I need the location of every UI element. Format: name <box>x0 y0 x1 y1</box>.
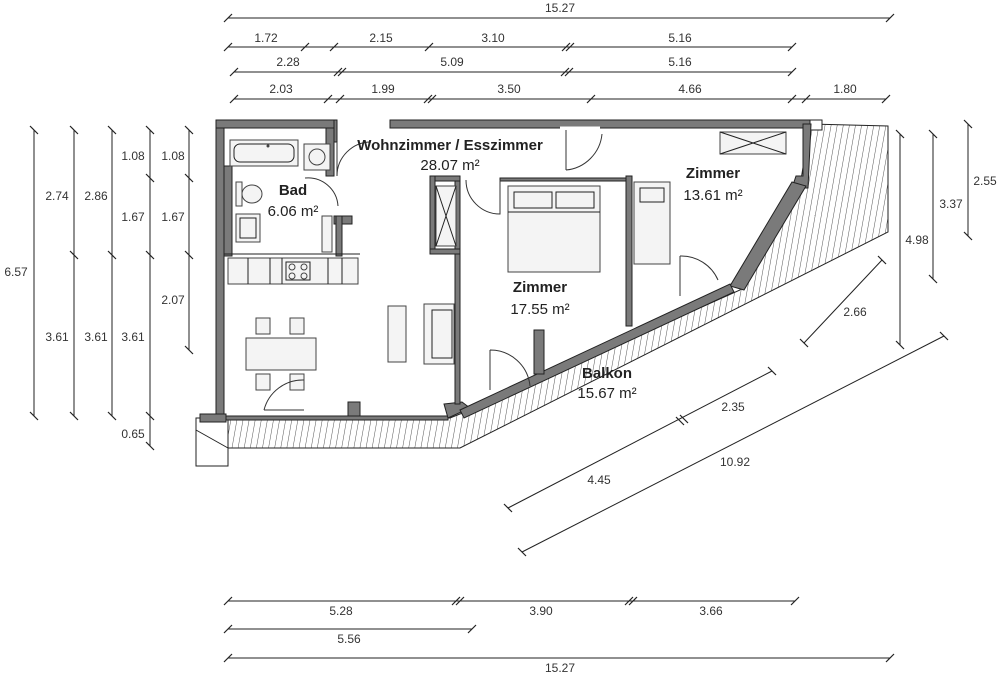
toilet <box>235 181 243 207</box>
single-bed <box>633 181 671 265</box>
dim-left-c3-2: 3.61 <box>121 330 145 344</box>
dim-diag-short: 2.66 <box>843 305 867 319</box>
dim-top-r1-1: 2.15 <box>369 31 393 45</box>
room-area-zimmer-middle: 17.55 m² <box>510 301 569 318</box>
room-name-balkon: Balkon <box>582 365 632 382</box>
left-dimensions: 6.57 2.74 3.61 2.86 3.61 1.08 1.67 3.61 … <box>4 125 194 451</box>
dim-top-r2-2: 5.16 <box>668 55 692 69</box>
dim-left-c3-0: 1.08 <box>121 149 145 163</box>
dim-left-c3-1: 1.67 <box>121 210 145 224</box>
room-name-zimmer-right: Zimmer <box>686 165 740 182</box>
dim-left-c3-3: 0.65 <box>121 427 145 441</box>
dim-right-3: 2.55 <box>973 174 997 188</box>
dim-top-r3-1: 1.99 <box>371 82 395 96</box>
dining-table <box>245 337 317 371</box>
dim-diag-long: 10.92 <box>720 455 750 469</box>
dim-bottom-total: 15.27 <box>545 661 575 675</box>
right-dimensions: 4.98 3.37 2.55 <box>895 119 997 350</box>
dim-bottom-r1-1: 3.90 <box>529 604 553 618</box>
dim-top-r3-4: 1.80 <box>833 82 857 96</box>
dim-top-r3-2: 3.50 <box>497 82 521 96</box>
room-area-balkon: 15.67 m² <box>577 385 636 402</box>
dim-top-total: 15.27 <box>545 1 575 15</box>
dim-diag-mid-a: 2.35 <box>721 400 745 414</box>
dim-top-r1-3: 5.16 <box>668 31 692 45</box>
room-name-zimmer-middle: Zimmer <box>513 279 567 296</box>
dim-bottom-r1-2: 3.66 <box>699 604 723 618</box>
washing-machine <box>303 143 331 171</box>
tv-table <box>387 305 407 363</box>
dim-left-outer: 6.57 <box>4 265 28 279</box>
fixtures <box>224 131 787 391</box>
sofa <box>423 303 455 365</box>
walls <box>199 119 812 423</box>
dim-left-c4-2: 2.07 <box>161 293 185 307</box>
dim-left-c2-0: 2.86 <box>84 189 108 203</box>
dim-left-c4-0: 1.08 <box>161 149 185 163</box>
dim-right-1: 4.98 <box>905 233 929 247</box>
dim-right-2: 3.37 <box>939 197 963 211</box>
dim-top-r2-0: 2.28 <box>276 55 300 69</box>
dim-left-c4-1: 1.67 <box>161 210 185 224</box>
dim-top-r3-3: 4.66 <box>678 82 702 96</box>
dim-bottom-r2: 5.56 <box>337 632 361 646</box>
room-labels: Wohnzimmer / Esszimmer 28.07 m² Bad 6.06… <box>268 137 743 402</box>
room-name-wohnzimmer: Wohnzimmer / Esszimmer <box>357 137 543 154</box>
room-area-zimmer-right: 13.61 m² <box>683 187 742 204</box>
room-area-bad: 6.06 m² <box>268 203 319 220</box>
dim-top-r3-0: 2.03 <box>269 82 293 96</box>
dim-top-r1-0: 1.72 <box>254 31 278 45</box>
room-area-wohnzimmer: 28.07 m² <box>420 157 479 174</box>
balcony-corner-block <box>195 417 229 467</box>
dim-top-r1-2: 3.10 <box>481 31 505 45</box>
dim-left-c1-0: 2.74 <box>45 189 69 203</box>
dim-top-r2-1: 5.09 <box>440 55 464 69</box>
bottom-dimensions: 5.28 3.90 3.66 5.56 15.27 <box>223 596 895 675</box>
dim-diag-mid-b: 4.45 <box>587 473 611 487</box>
dim-left-c2-1: 3.61 <box>84 330 108 344</box>
dim-left-c1-1: 3.61 <box>45 330 69 344</box>
top-dimensions: 15.27 1.72 2.15 3.10 5.16 2.28 5.09 5.16 <box>223 1 895 104</box>
room-name-bad: Bad <box>279 182 307 199</box>
doors <box>263 126 719 411</box>
diagonal-dimensions: 2.66 2.35 4.45 10.92 <box>503 255 949 557</box>
dim-bottom-r1-0: 5.28 <box>329 604 353 618</box>
double-bed <box>507 185 601 273</box>
